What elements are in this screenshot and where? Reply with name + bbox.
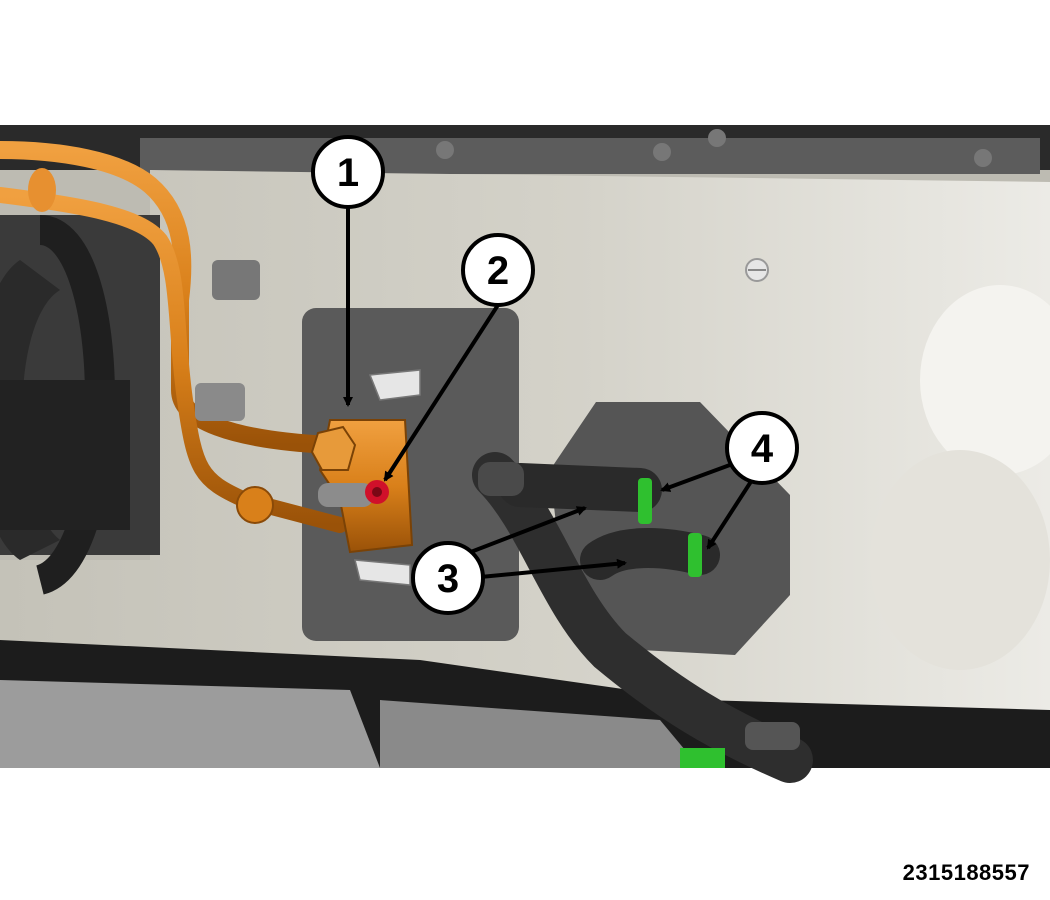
- callout-2: 2: [461, 233, 535, 307]
- mounting-brackets: [354, 369, 421, 586]
- scene-background: [0, 125, 1050, 768]
- red-fastener: [365, 480, 389, 504]
- refrigerant-block-fitting: [310, 419, 414, 554]
- callout-2-number: 2: [487, 249, 509, 293]
- callout-1: 1: [311, 135, 385, 209]
- callout-1-number: 1: [337, 151, 359, 195]
- figure-id-label: 2315188557: [902, 860, 1030, 885]
- callout-4: 4: [725, 411, 799, 485]
- callout-arrows: [343, 205, 754, 580]
- callout-3: 3: [411, 541, 485, 615]
- refrigerant-lines: [0, 141, 348, 533]
- callout-4-number: 4: [751, 427, 774, 471]
- hose-clips: [638, 478, 702, 577]
- callout-3-number: 3: [437, 557, 459, 601]
- heater-hoses: [472, 452, 813, 783]
